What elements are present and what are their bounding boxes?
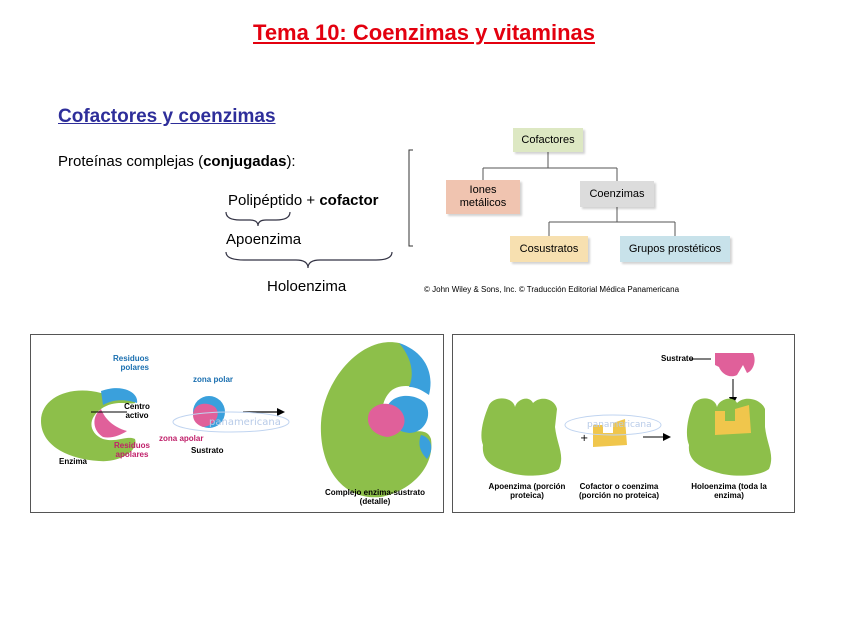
tree-node-iones-metalicos: Iones metálicos <box>446 180 520 214</box>
formula-holoenzima: Holoenzima <box>267 278 347 295</box>
tree-node-cofactores: Cofactores <box>513 128 583 152</box>
watermark-ellipse <box>564 414 662 436</box>
complex-polar-bottom <box>419 435 432 459</box>
intro-line: Proteínas complejas (conjugadas): <box>58 153 296 170</box>
holoenzyme-figure: + panamericana Sustrato Apoenzima (porci… <box>452 334 795 513</box>
tree-node-cosustratos: Cosustratos <box>510 236 588 262</box>
brace-apoenzima <box>225 211 291 227</box>
enzyme-apolar-region <box>94 409 127 438</box>
complex-polar <box>399 343 431 395</box>
braces-and-tree-lines <box>225 149 676 269</box>
holoenzima-cofactor <box>715 405 751 435</box>
label-apoenzima: Apoenzima (porción proteica) <box>488 482 566 500</box>
page-title: Tema 10: Coenzimas y vitaminas <box>253 20 595 45</box>
formula-apoenzima: Apoenzima <box>226 231 302 248</box>
tree-connectors <box>482 152 676 236</box>
label-sustrato: Sustrato <box>191 446 224 455</box>
formula-line: Polipéptido + cofactor <box>228 192 379 209</box>
label-centro-activo: Centro activo <box>124 402 150 420</box>
label-zona-apolar: zona apolar <box>159 434 204 443</box>
watermark-text: panamericana <box>209 417 281 428</box>
tree-node-coenzimas: Coenzimas <box>580 181 654 207</box>
formula-cofactor: cofactor <box>319 192 379 209</box>
enzyme-substrate-figure: panamericana Residuos polares Centro act… <box>30 334 444 513</box>
watermark-ellipse <box>172 411 290 433</box>
intro-bold-term: conjugadas <box>203 153 287 170</box>
label-residuos-apolares: Residuos apolares <box>113 441 150 459</box>
plus-sign: + <box>580 433 588 444</box>
section-heading: Cofactores y coenzimas <box>58 106 276 127</box>
label-cofactor: Cofactor o coenzima (porción no proteica… <box>579 482 659 500</box>
brace-holoenzima <box>225 251 393 269</box>
tree-node-grupos-prosteticos: Grupos prostéticos <box>620 236 730 262</box>
intro-suffix: ): <box>286 153 296 170</box>
arrow-right-head <box>663 433 671 441</box>
complex-substrate-apolar <box>367 403 405 437</box>
label-complejo: Complejo enzima-sustrato (detalle) <box>324 488 425 506</box>
label-sustrato: Sustrato <box>661 354 694 363</box>
bracket <box>408 149 413 247</box>
label-residuos-polares: Residuos polares <box>112 354 149 372</box>
holoenzima-shape <box>686 398 772 476</box>
enzyme-substrate-illustration: panamericana <box>41 342 432 498</box>
holoenzyme-illustration: + panamericana <box>481 353 772 476</box>
label-zona-polar: zona polar <box>193 375 234 384</box>
apoenzima-shape <box>481 398 562 476</box>
arrow-reaction-head <box>277 408 285 416</box>
substrate-shape <box>715 353 755 377</box>
substrate-apolar <box>193 403 218 427</box>
watermark-text: panamericana <box>587 420 652 430</box>
cofactor-shape <box>593 419 627 447</box>
intro-prefix: Proteínas complejas ( <box>58 153 204 170</box>
enzyme-polar-region <box>101 388 138 405</box>
enzyme-shape <box>41 390 136 462</box>
copyright-note: © John Wiley & Sons, Inc. © Traducción E… <box>424 285 680 294</box>
label-enzima: Enzima <box>59 457 88 466</box>
formula-polipeptido: Polipéptido + <box>228 192 320 209</box>
label-holoenzima: Holoenzima (toda la enzima) <box>691 482 767 500</box>
